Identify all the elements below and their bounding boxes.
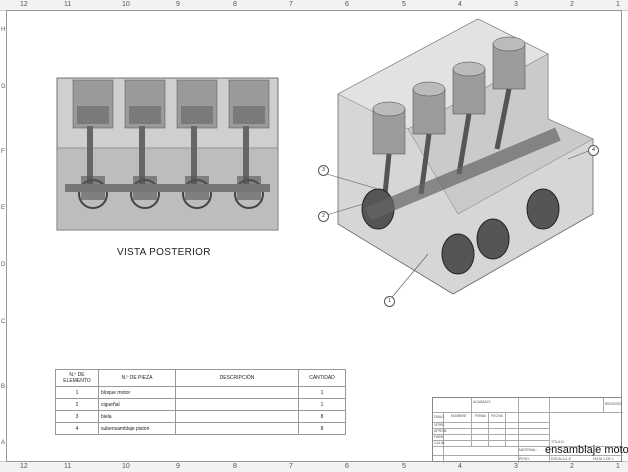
- tb-row-label: FABR.: [434, 435, 445, 439]
- column-zone-label: 1: [616, 1, 620, 8]
- bom-header-item: N.º DE ELEMENTO: [55, 369, 99, 387]
- item-balloon: 1: [384, 296, 395, 307]
- column-zone-label: 12: [20, 1, 28, 8]
- row-zone-label: A: [1, 440, 6, 446]
- column-zone-label: 11: [64, 463, 72, 470]
- row-zone-label: H: [1, 27, 6, 33]
- tb-row-label: CALID.: [434, 441, 446, 445]
- column-zone-label: 11: [64, 1, 72, 8]
- rear-view[interactable]: [55, 76, 281, 234]
- column-zone-label: 3: [514, 1, 518, 8]
- bom-header-description: DESCRIPCIÓN: [175, 369, 299, 387]
- bom-cell-part: subensamblaje piston: [98, 422, 176, 435]
- bearing-cap: [526, 188, 560, 230]
- bearing-cap: [476, 218, 510, 260]
- drawing-border: [6, 10, 622, 462]
- tb-finish-label: ACABADO:: [473, 400, 492, 404]
- bearing-cap: [441, 233, 475, 275]
- column-zone-label: 10: [122, 463, 130, 470]
- tb-title-label: TÍTULO:: [551, 440, 565, 444]
- column-zone-label: 10: [122, 1, 130, 8]
- column-zone-label: 1: [616, 463, 620, 470]
- bom-cell-qty: 1: [298, 398, 346, 411]
- isometric-view[interactable]: [318, 14, 618, 314]
- tb-col-label: FIRMA: [475, 414, 486, 418]
- tb-row-label: APROB.: [434, 429, 448, 433]
- tb-weight-label: PESO:: [519, 457, 530, 461]
- tb-material-label: MATERIAL:: [519, 448, 538, 452]
- bom-cell-part: biela: [98, 410, 176, 423]
- item-balloon: 2: [318, 211, 329, 222]
- bom-cell-item: 3: [55, 410, 99, 423]
- piston-iso: [452, 61, 486, 175]
- bom-cell-qty: 1: [298, 386, 346, 399]
- piston-rear: [124, 79, 166, 209]
- piston-iso: [412, 81, 446, 195]
- column-zone-label: 9: [176, 1, 180, 8]
- bom-cell-qty: 8: [298, 422, 346, 435]
- piston-iso: [372, 101, 406, 215]
- row-zone-label: D: [1, 262, 6, 268]
- column-zone-label: 12: [20, 463, 28, 470]
- column-zone-label: 2: [570, 1, 574, 8]
- bom-header-quantity: CANTIDAD: [298, 369, 346, 387]
- column-zone-label: 9: [176, 463, 180, 470]
- bom-cell-desc: [175, 422, 299, 435]
- tb-row-label: VERIF.: [434, 423, 445, 427]
- column-zone-label: 8: [233, 463, 237, 470]
- bom-cell-desc: [175, 398, 299, 411]
- column-zone-label: 6: [345, 1, 349, 8]
- bom-cell-item: 2: [55, 398, 99, 411]
- row-zone-label: C: [1, 319, 6, 325]
- bill-of-materials: N.º DE ELEMENTO N.º DE PIEZA DESCRIPCIÓN…: [55, 369, 346, 435]
- title-block: DIBUJ. VERIF. APROB. FABR. CALID. NOMBRE…: [432, 397, 623, 463]
- tb-col-label: NOMBRE: [451, 414, 467, 418]
- tb-col-label: FECHA: [491, 414, 503, 418]
- bom-cell-desc: [175, 410, 299, 423]
- column-zone-label: 5: [402, 1, 406, 8]
- bom-cell-item: 1: [55, 386, 99, 399]
- row-zone-label: F: [1, 149, 5, 155]
- bom-header-part: N.º DE PIEZA: [98, 369, 176, 387]
- bom-cell-item: 4: [55, 422, 99, 435]
- bottom-zone-bar: [0, 461, 628, 472]
- column-zone-label: 2: [570, 463, 574, 470]
- tb-sheet-label: HOJA 1 DE 1: [593, 457, 614, 461]
- tb-revision-label: REVISIÓN: [605, 402, 622, 406]
- column-zone-label: 5: [402, 463, 406, 470]
- bom-cell-part: bloque motor: [98, 386, 176, 399]
- bom-header-row: N.º DE ELEMENTO N.º DE PIEZA DESCRIPCIÓN…: [55, 369, 346, 387]
- item-balloon: 3: [318, 165, 329, 176]
- crankshaft: [365, 127, 561, 221]
- column-zone-label: 6: [345, 463, 349, 470]
- drawing-title: ensamblaje motor: [545, 444, 628, 456]
- bom-cell-part: cigueñal: [98, 398, 176, 411]
- item-balloon: 4: [588, 145, 599, 156]
- column-zone-label: 8: [233, 1, 237, 8]
- row-zone-label: B: [1, 384, 6, 390]
- piston-rear: [176, 79, 218, 209]
- column-zone-label: 7: [289, 463, 293, 470]
- column-zone-label: 3: [514, 463, 518, 470]
- piston-rear: [228, 79, 270, 209]
- column-zone-label: 4: [458, 463, 462, 470]
- column-zone-label: 7: [289, 1, 293, 8]
- row-zone-label: G: [1, 84, 6, 90]
- row-zone-label: E: [1, 205, 6, 211]
- bom-cell-desc: [175, 386, 299, 399]
- column-zone-label: 4: [458, 1, 462, 8]
- piston-iso: [492, 36, 526, 150]
- rear-view-label: VISTA POSTERIOR: [117, 247, 211, 258]
- bom-cell-qty: 8: [298, 410, 346, 423]
- tb-scale-label: ESCALA:1:5: [551, 457, 571, 461]
- tb-row-label: DIBUJ.: [434, 415, 446, 419]
